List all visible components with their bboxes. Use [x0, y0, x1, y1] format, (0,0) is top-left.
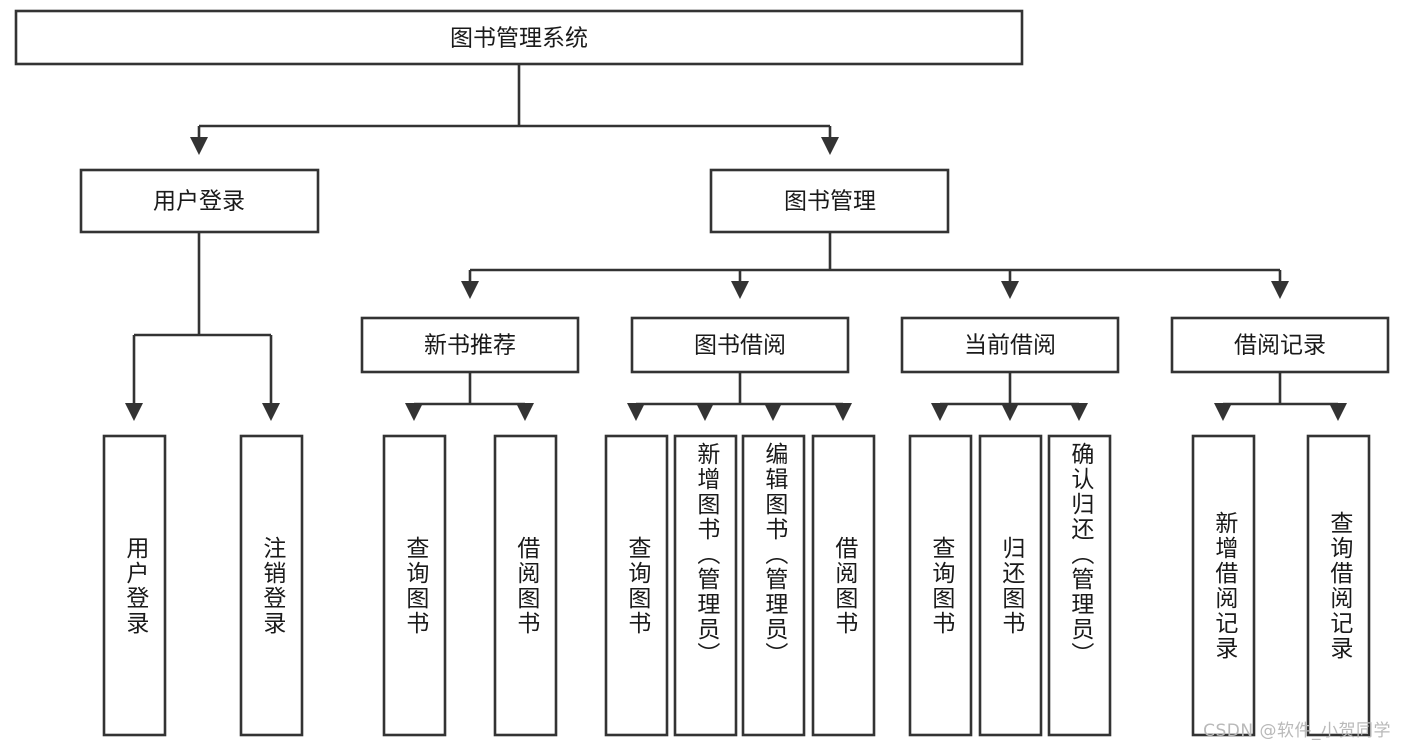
node-new-book-recommend-label: 新书推荐: [424, 333, 516, 359]
leaf-box-new-book-recommend-0[interactable]: [382, 434, 447, 737]
connector-user-login-to-leaves: [124, 232, 281, 422]
node-user-login-box: [79, 168, 320, 234]
node-book-borrow[interactable]: 图书借阅: [630, 316, 850, 374]
leaf-box-current-borrow-0[interactable]: [908, 434, 973, 737]
node-book-management[interactable]: 图书管理: [709, 168, 950, 234]
node-root-label: 图书管理系统: [450, 26, 588, 52]
leaf-box-borrow-record-1[interactable]: [1306, 434, 1371, 737]
leaf-box-borrow-record-0[interactable]: [1191, 434, 1256, 737]
connector-book-borrow-to-leaves: [626, 372, 853, 422]
connector-borrow-record-to-leaves: [1213, 372, 1348, 422]
connector-root-to-level2: [189, 64, 840, 156]
node-current-borrow-label: 当前借阅: [964, 333, 1056, 359]
node-borrow-record-label: 借阅记录: [1234, 333, 1326, 359]
node-user-login[interactable]: 用户登录: [79, 168, 320, 234]
leaf-box-book-borrow-3[interactable]: [811, 434, 876, 737]
node-new-book-recommend[interactable]: 新书推荐: [360, 316, 580, 374]
node-book-borrow-label: 图书借阅: [694, 333, 786, 359]
leaf-box-book-borrow-2[interactable]: [741, 434, 806, 737]
leaf-box-user-login-0[interactable]: [102, 434, 167, 737]
connector-new-book-recommend-to-leaves: [404, 372, 535, 422]
leaf-box-book-borrow-0[interactable]: [604, 434, 669, 737]
node-root-box: [14, 9, 1024, 66]
node-new-book-recommend-box: [360, 316, 580, 374]
connector-current-borrow-to-leaves: [930, 372, 1089, 422]
node-current-borrow[interactable]: 当前借阅: [900, 316, 1120, 374]
node-borrow-record[interactable]: 借阅记录: [1170, 316, 1390, 374]
connector-book-management-to-level3: [460, 232, 1290, 300]
node-current-borrow-box: [900, 316, 1120, 374]
leaf-box-new-book-recommend-1[interactable]: [493, 434, 558, 737]
leaf-box-book-borrow-1[interactable]: [673, 434, 738, 737]
node-user-login-label: 用户登录: [153, 189, 245, 215]
leaf-box-user-login-1[interactable]: [239, 434, 304, 737]
csdn-watermark: CSDN @软件_小贺同学: [1203, 721, 1391, 741]
leaf-box-current-borrow-2[interactable]: [1047, 434, 1112, 737]
node-root[interactable]: 图书管理系统: [14, 9, 1024, 66]
node-book-management-label: 图书管理: [784, 189, 876, 215]
leaf-box-current-borrow-1[interactable]: [978, 434, 1043, 737]
